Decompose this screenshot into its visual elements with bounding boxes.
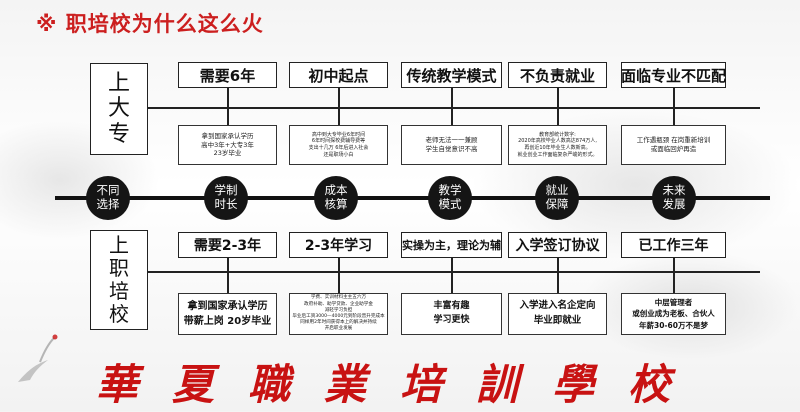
lower-item-detail: 学费、实训材料主主五六万 政府补助、助学贷款、企业助学金 减轻学习负担 毕业后工… — [289, 293, 388, 335]
main-axis-line — [55, 196, 770, 200]
upper-item-title: 面临专业不匹配 — [621, 62, 726, 88]
lower-item-title: 入学签订协议 — [508, 232, 607, 258]
upper-connector-tick — [227, 87, 229, 125]
lower-item-detail: 中层管理者 或创业成为老板、合伙人 年薪30-60万不是梦 — [621, 293, 726, 335]
lower-connector-line — [148, 271, 760, 273]
upper-item-title: 需要6年 — [178, 62, 277, 88]
lower-connector-tick — [673, 257, 675, 293]
lower-label-char: 上 — [109, 233, 129, 257]
upper-item-detail: 老师无法一一兼顾 学生自觉意识不高 — [401, 125, 502, 165]
upper-item-title: 不负责就业 — [508, 62, 607, 88]
upper-label-char: 专 — [107, 121, 130, 147]
upper-connector-line — [148, 107, 760, 109]
upper-row-label: 上 大 专 — [90, 63, 148, 155]
upper-item-detail: 高中到大专毕业6年时间 6年时间探校费辅导费等 支出十几万 6年后进入社会 还是… — [289, 125, 388, 165]
upper-label-char: 大 — [107, 96, 130, 122]
lower-label-char: 培 — [109, 279, 129, 303]
lower-connector-tick — [338, 257, 340, 293]
page-title: ※ 职培校为什么这么火 — [36, 12, 264, 36]
category-circle: 未来发展 — [652, 176, 696, 220]
upper-item-detail: 教育部统计数字: 2020年高校毕业人数高达874万人, 再创近10年毕业生人数… — [508, 125, 607, 165]
upper-item-detail: 拿到国家承认学历 高中3年+大专3年 23岁毕业 — [178, 125, 277, 165]
upper-connector-tick — [451, 87, 453, 125]
upper-item-detail: 工作遇瓶颈 在岗重新培训 或面临回炉再造 — [621, 125, 726, 165]
category-circle: 教学模式 — [428, 176, 472, 220]
lower-item-title: 已工作三年 — [621, 232, 726, 258]
category-circle: 不同选择 — [86, 176, 130, 220]
upper-connector-tick — [338, 87, 340, 125]
lower-label-char: 职 — [109, 256, 129, 280]
crane-icon — [18, 334, 58, 382]
lower-connector-tick — [557, 257, 559, 293]
upper-label-char: 上 — [107, 71, 130, 97]
upper-item-title: 传统教学模式 — [401, 62, 502, 88]
lower-connector-tick — [227, 257, 229, 293]
lower-item-detail: 丰富有趣 学习更快 — [401, 293, 502, 335]
lower-label-char: 校 — [109, 302, 129, 326]
lower-row-label: 上 职 培 校 — [90, 230, 148, 330]
upper-item-title: 初中起点 — [289, 62, 388, 88]
lower-item-title: 需要2-3年 — [178, 232, 277, 258]
lower-item-detail: 入学进入名企定向 毕业即就业 — [508, 293, 607, 335]
school-name: 華夏職業培訓學校 — [95, 360, 704, 409]
lower-item-title: 实操为主，理论为辅 — [401, 232, 502, 258]
lower-item-detail: 拿到国家承认学历 带薪上岗 20岁毕业 — [178, 293, 277, 335]
upper-connector-tick — [557, 87, 559, 125]
lower-connector-tick — [451, 257, 453, 293]
upper-connector-tick — [673, 87, 675, 125]
category-circle: 成本核算 — [314, 176, 358, 220]
lower-item-title: 2-3年学习 — [289, 232, 388, 258]
category-circle: 学制时长 — [204, 176, 248, 220]
category-circle: 就业保障 — [535, 176, 579, 220]
